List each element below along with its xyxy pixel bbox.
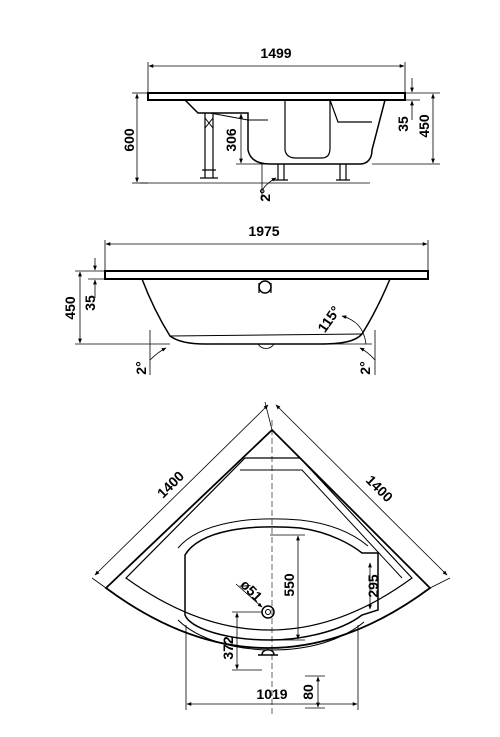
front-slope-right-label: 2°	[357, 361, 373, 374]
plan-basin-length-label: 550	[281, 573, 297, 597]
plan-inner-contour	[125, 457, 413, 631]
plan-side-left-label: 1400	[154, 468, 187, 501]
plan-view: 1400 1400 550 295 ø51 372 1019 80	[91, 401, 451, 715]
plan-drain-diameter-label: ø51	[237, 576, 266, 605]
front-rim	[104, 270, 429, 280]
front-angle-label: 115°	[314, 303, 343, 335]
front-width-label: 1975	[248, 223, 279, 239]
side-height-label: 600	[121, 128, 137, 152]
side-slope-label: 2°	[257, 188, 273, 201]
front-slope-left-label: 2°	[133, 361, 149, 374]
front-view: 1975 450 35 2° 2° 115°	[62, 223, 429, 375]
plan-side-right-label: 1400	[363, 472, 396, 505]
side-depth-label: 306	[223, 128, 239, 152]
plan-overflow	[258, 649, 278, 656]
side-back-legs	[274, 164, 350, 181]
plan-front-offset-label: 80	[300, 684, 316, 700]
side-width-label: 1499	[260, 45, 291, 61]
side-rim	[147, 92, 406, 101]
front-tub-body	[141, 278, 391, 345]
plan-drain-offset-label: 372	[220, 636, 236, 660]
side-rim-label: 35	[395, 116, 411, 132]
side-view: 1499 600 306 2° 35 450	[121, 45, 440, 202]
front-rim-label: 35	[82, 295, 98, 311]
side-seat	[284, 100, 331, 159]
plan-outer-contour	[104, 428, 432, 649]
front-overflow	[258, 280, 272, 294]
plan-seat-width-label: 295	[365, 574, 381, 598]
front-height-label: 450	[62, 296, 78, 320]
side-front-leg	[200, 113, 218, 179]
plan-basin-width-label: 1019	[256, 686, 287, 702]
side-rim-bottom-label: 450	[416, 114, 432, 138]
